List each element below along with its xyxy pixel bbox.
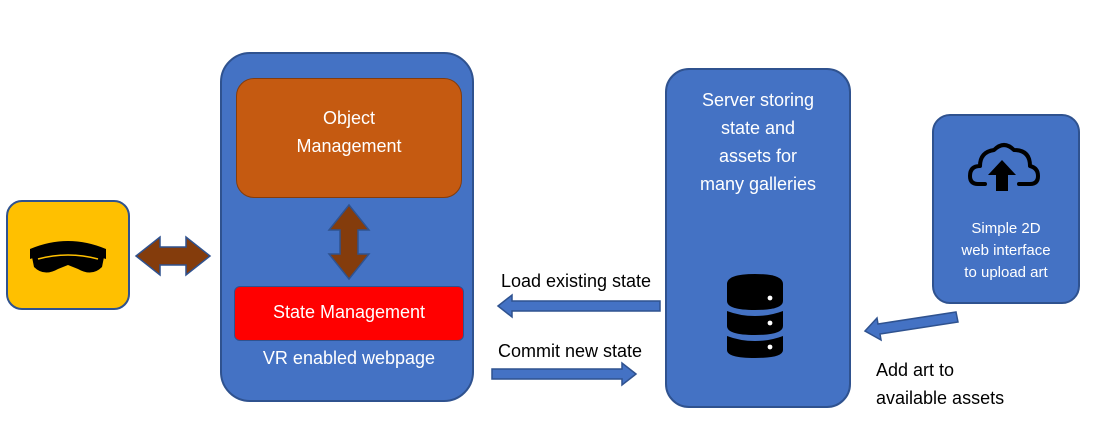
upload-interface-label: Simple 2D web interface to upload art xyxy=(961,220,1051,281)
state-management-box xyxy=(234,286,464,341)
vr-webpage-caption: VR enabled webpage xyxy=(262,348,436,368)
state-management-label: State Management xyxy=(272,302,426,322)
load-state-label: Load existing state xyxy=(500,271,652,291)
object-management-label: Object Management xyxy=(296,108,402,156)
add-art-label: Add art to available assets xyxy=(876,360,1005,408)
headset-device-box xyxy=(6,200,130,310)
object-management-box xyxy=(236,78,462,198)
server-label: Server storing state and assets for many… xyxy=(699,90,817,194)
commit-state-label: Commit new state xyxy=(497,341,643,361)
